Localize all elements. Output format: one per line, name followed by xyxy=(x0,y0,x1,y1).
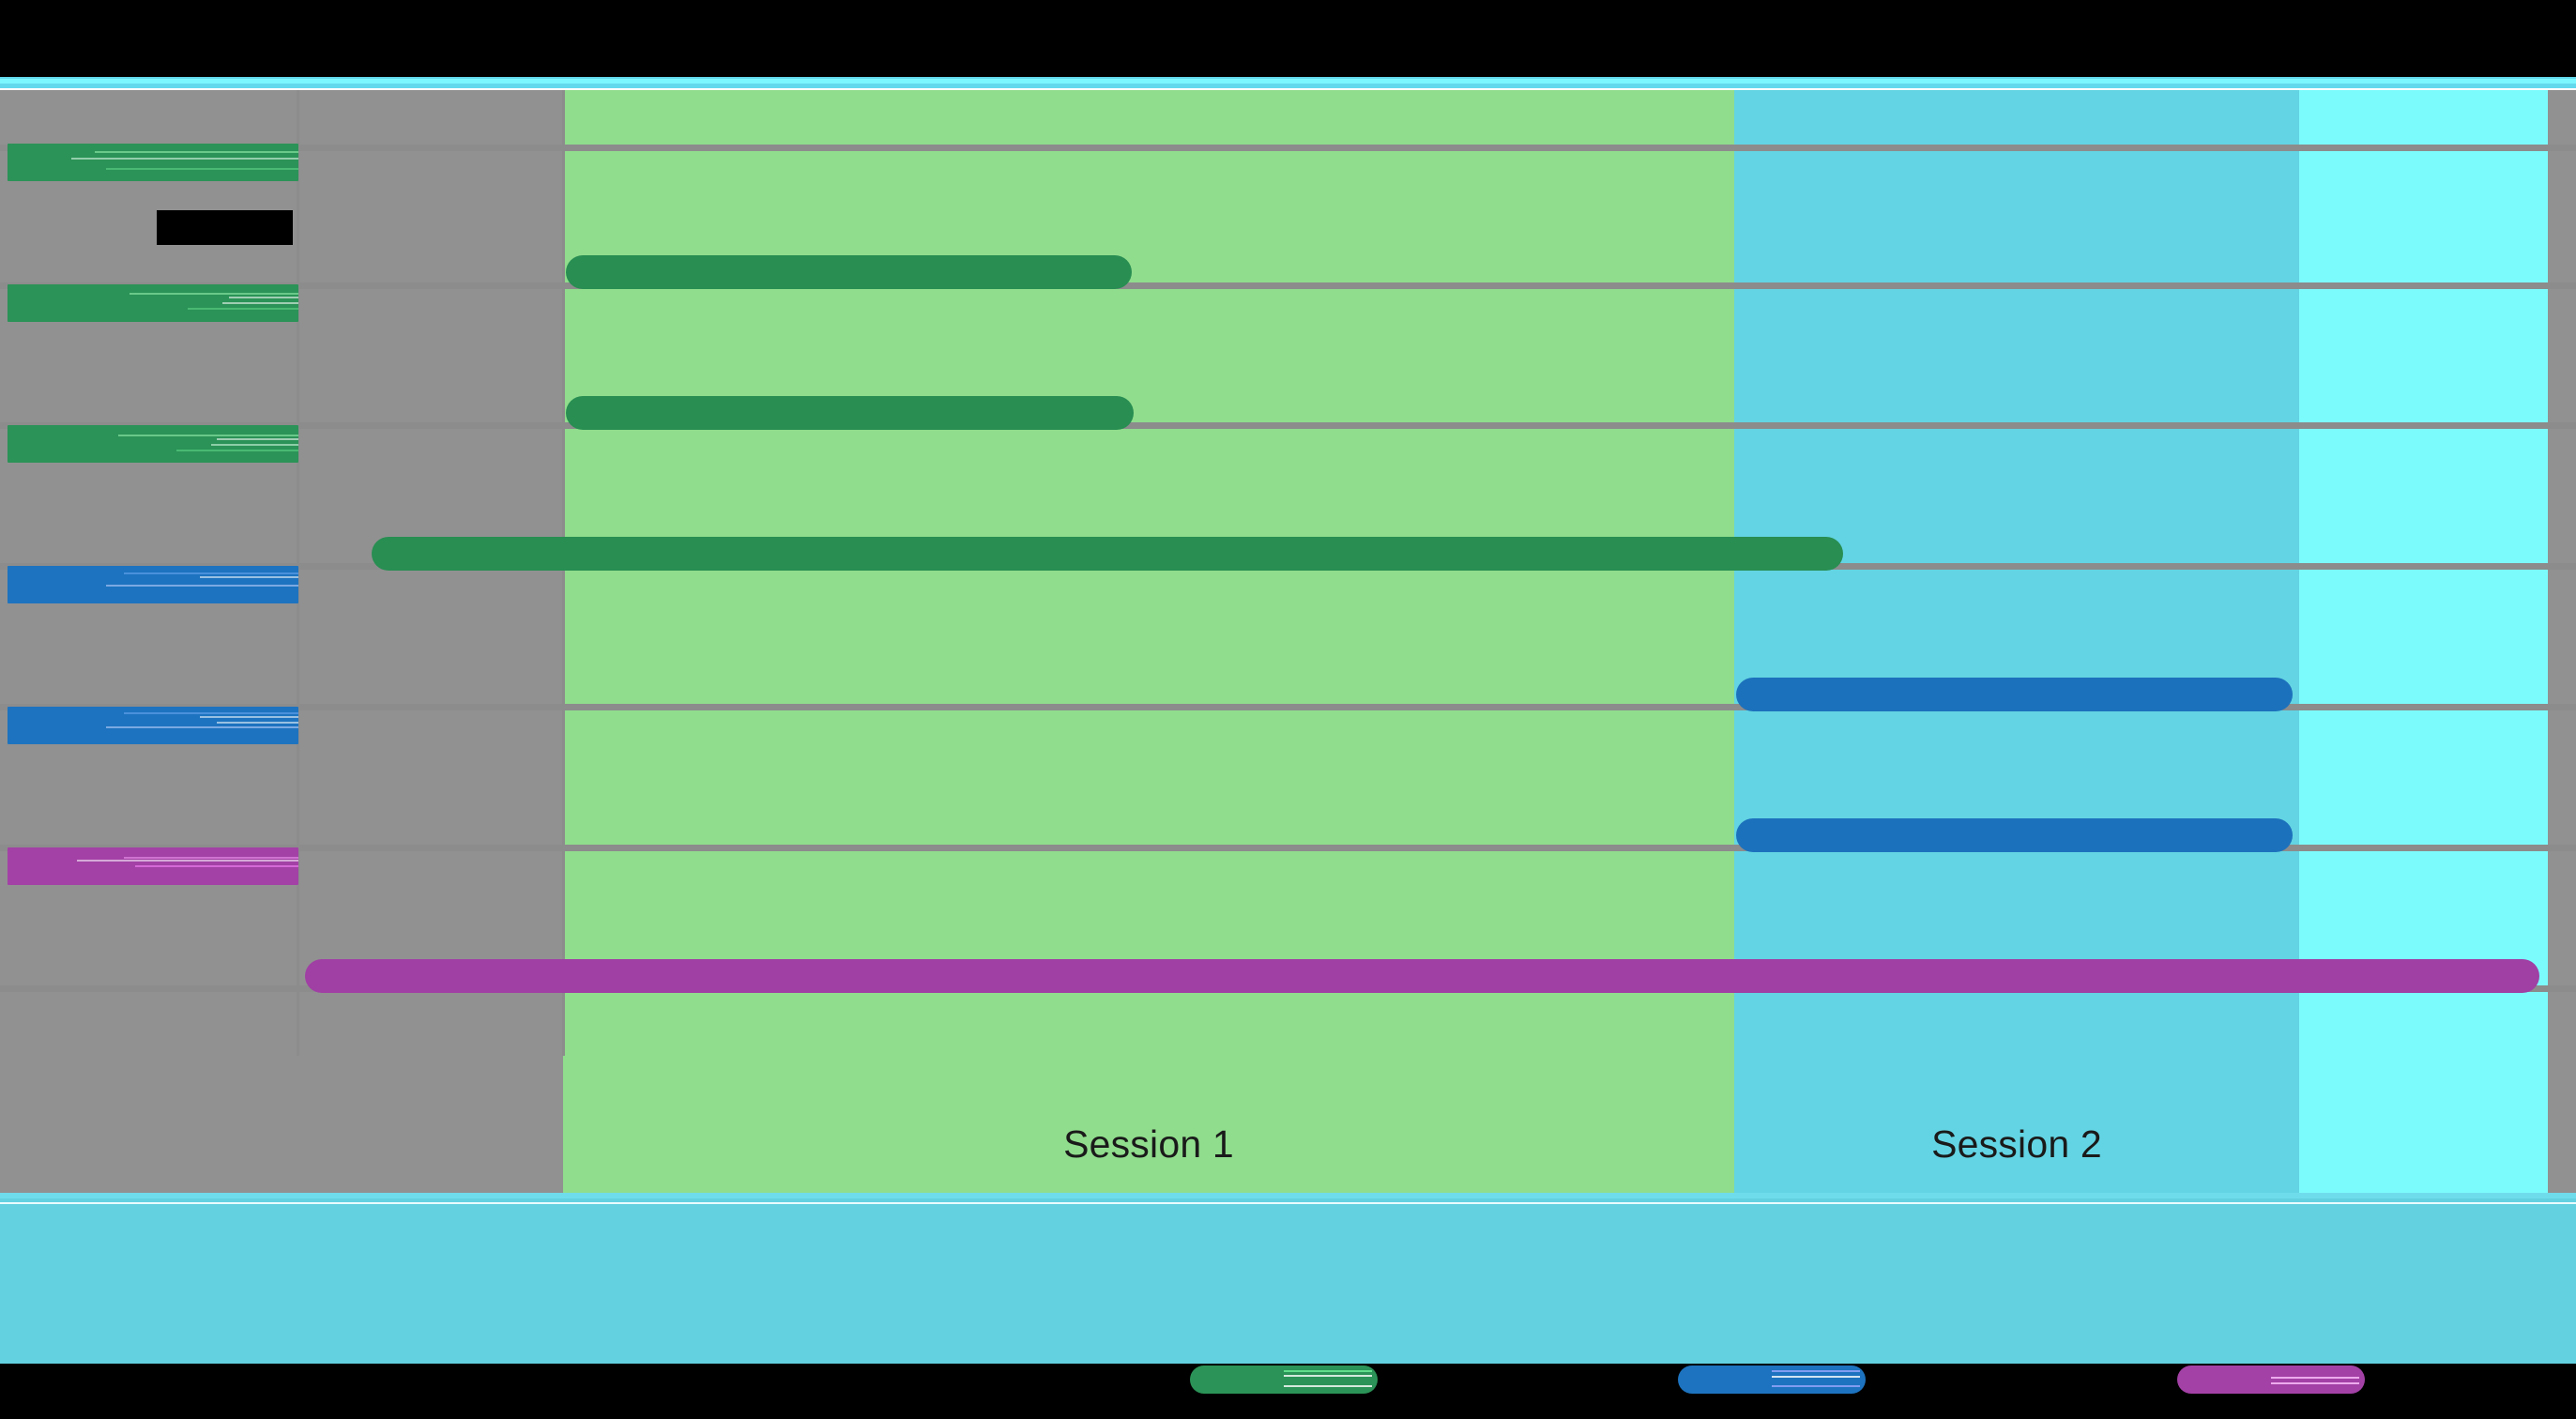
session-band-1-label: Session 1 xyxy=(1063,1122,1234,1166)
gridline xyxy=(0,422,2576,429)
redaction-scanline xyxy=(1284,1375,1372,1377)
redaction-scanline xyxy=(106,585,298,587)
footer-panel xyxy=(0,1198,2576,1364)
session-band-3 xyxy=(2299,90,2548,1198)
chart-header-redacted xyxy=(157,210,293,245)
redaction-scanline xyxy=(71,158,298,160)
redaction-scanline xyxy=(222,302,298,304)
session-band-2-label: Session 2 xyxy=(1931,1122,2102,1166)
redaction-scanline xyxy=(188,308,298,310)
row-label-dataset-c1[interactable]: DataSet C1 xyxy=(8,847,298,885)
redaction-scanline xyxy=(199,576,298,578)
row-label-text: DataSet A2 xyxy=(8,284,298,322)
redaction-scanline xyxy=(217,438,298,440)
redaction-scanline xyxy=(124,572,298,574)
redaction-scanline xyxy=(130,293,298,295)
redaction-scanline xyxy=(106,726,298,728)
gantt-bar-dataset-a2[interactable] xyxy=(566,396,1134,430)
redaction-scanline xyxy=(211,444,298,446)
label-panel-divider-2 xyxy=(562,90,565,1056)
row-label-dataset-b2[interactable]: DataSet B2 xyxy=(8,707,298,744)
gantt-bar-dataset-c1[interactable] xyxy=(305,959,2539,993)
redaction-scanline xyxy=(199,716,298,718)
redaction-scanline xyxy=(124,712,298,714)
gridline xyxy=(0,145,2576,151)
footer-panel-divider xyxy=(0,1202,2576,1204)
row-label-dataset-a3[interactable]: DataSet A3 xyxy=(8,425,298,463)
redaction-scanline xyxy=(1284,1385,1372,1387)
gridline xyxy=(0,704,2576,710)
row-label-text: DataSet A3 xyxy=(8,425,298,463)
redaction-scanline xyxy=(1772,1385,1860,1387)
row-label-dataset-a1[interactable]: DataSet A1 xyxy=(8,144,298,181)
row-label-text: DataSet B1 xyxy=(8,566,298,603)
redaction-scanline xyxy=(124,857,298,859)
redaction-scanline xyxy=(175,450,298,451)
redaction-scanline xyxy=(228,297,298,298)
redaction-scanline xyxy=(1284,1370,1372,1372)
row-label-text: DataSet C1 xyxy=(8,847,298,885)
footer-panel-highlight xyxy=(0,1193,2576,1200)
legend-item-group-c[interactable] xyxy=(2177,1366,2365,1394)
chart-plot-area: Session 1 Session 2 DataSet A1 xyxy=(0,90,2576,1198)
redaction-scanline xyxy=(106,168,298,170)
gantt-bar-dataset-b1[interactable] xyxy=(1736,678,2293,711)
redaction-scanline xyxy=(135,865,298,867)
redaction-scanline xyxy=(2271,1382,2359,1384)
gridline xyxy=(0,845,2576,851)
redaction-scanline xyxy=(95,151,298,153)
redaction-scanline xyxy=(2271,1377,2359,1379)
gantt-bar-dataset-a1[interactable] xyxy=(566,255,1132,289)
redaction-scanline xyxy=(77,860,298,862)
redaction-scanline xyxy=(217,722,298,724)
row-label-text: DataSet B2 xyxy=(8,707,298,744)
gridline xyxy=(0,282,2576,289)
legend-item-group-a[interactable] xyxy=(1190,1366,1378,1394)
redaction-scanline xyxy=(1772,1370,1860,1372)
gantt-bar-dataset-b2[interactable] xyxy=(1736,818,2293,852)
top-rail-highlight xyxy=(0,79,2576,84)
row-label-redaction xyxy=(8,144,298,181)
redaction-scanline xyxy=(1772,1376,1860,1378)
top-rail-divider xyxy=(0,88,2576,90)
session-band-2: Session 2 xyxy=(1734,90,2299,1198)
legend-item-group-b[interactable] xyxy=(1678,1366,1866,1394)
row-label-dataset-a2[interactable]: DataSet A2 xyxy=(8,284,298,322)
gantt-bar-dataset-a3[interactable] xyxy=(372,537,1843,571)
row-label-text: DataSet A1 xyxy=(8,144,298,181)
row-label-dataset-b1[interactable]: DataSet B1 xyxy=(8,566,298,603)
redaction-scanline xyxy=(117,435,298,436)
